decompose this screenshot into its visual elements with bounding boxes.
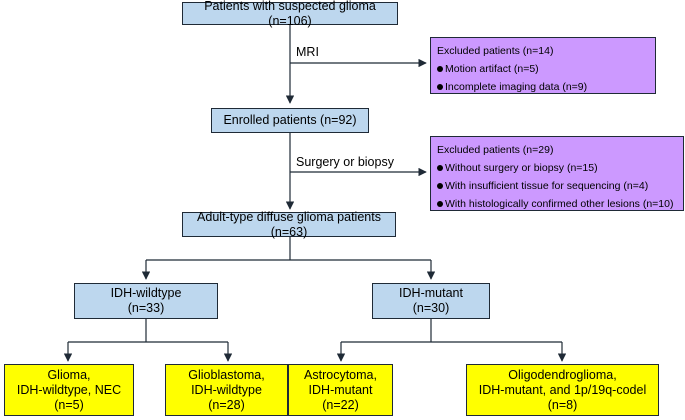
- glioblastoma-line3: (n=28): [208, 397, 245, 412]
- bullet-icon: [437, 183, 443, 189]
- wildtype-box: IDH-wildtype (n=33): [74, 283, 218, 319]
- astrocytoma-line2: IDH-mutant: [308, 382, 373, 397]
- glioblastoma-box: Glioblastoma, IDH-wildtype (n=28): [165, 364, 288, 416]
- oligodendroglioma-box: Oligodendroglioma, IDH-mutant, and 1p/19…: [466, 364, 659, 416]
- enrolled-box: Enrolled patients (n=92): [211, 108, 369, 133]
- glioma-line1: Glioma,: [47, 367, 91, 382]
- bullet-icon: [437, 66, 443, 72]
- glioma-line2: IDH-wildtype, NEC: [16, 382, 122, 397]
- adult-text: Adult-type diffuse glioma patients (n=63…: [197, 209, 381, 239]
- start-text: Patients with suspected glioma (n=106): [204, 0, 376, 28]
- bullet-icon: [437, 84, 443, 90]
- excluded2-title: Excluded patients (n=29): [437, 144, 554, 156]
- oligodendroglioma-line2: IDH-mutant, and 1p/19q-codel: [478, 382, 647, 397]
- bullet-icon: [437, 165, 443, 171]
- glioma-line3: (n=5): [54, 397, 84, 412]
- excluded2-box: Excluded patients (n=29) Without surgery…: [430, 136, 684, 211]
- bullet-icon: [437, 201, 443, 207]
- mutant-line1: IDH-mutant: [399, 286, 463, 300]
- mri-label: MRI: [296, 45, 319, 59]
- wildtype-line1: IDH-wildtype: [110, 286, 182, 300]
- wildtype-line2: (n=33): [127, 301, 165, 315]
- adult-box: Adult-type diffuse glioma patients (n=63…: [182, 209, 396, 239]
- oligodendroglioma-line3: (n=8): [547, 397, 578, 412]
- excluded2-item: With histologically confirmed other lesi…: [437, 195, 673, 213]
- astrocytoma-line1: Astrocytoma,: [304, 367, 377, 382]
- excluded1-box: Excluded patients (n=14) Motion artifact…: [430, 37, 656, 94]
- glioma-box: Glioma, IDH-wildtype, NEC (n=5): [4, 364, 134, 416]
- excluded2-item: With insufficient tissue for sequencing …: [437, 177, 648, 195]
- surgery-label: Surgery or biopsy: [296, 155, 394, 169]
- excluded2-item: Without surgery or biopsy (n=15): [437, 159, 598, 177]
- astrocytoma-box: Astrocytoma, IDH-mutant (n=22): [288, 364, 393, 416]
- astrocytoma-line3: (n=22): [322, 397, 359, 412]
- start-box: Patients with suspected glioma (n=106): [182, 0, 398, 28]
- mutant-line2: (n=30): [412, 301, 450, 315]
- oligodendroglioma-line1: Oligodendroglioma,: [508, 367, 617, 382]
- excluded1-item: Incomplete imaging data (n=9): [437, 78, 587, 96]
- glioblastoma-line2: IDH-wildtype: [191, 382, 262, 397]
- glioblastoma-line1: Glioblastoma,: [188, 367, 265, 382]
- mutant-box: IDH-mutant (n=30): [372, 283, 490, 319]
- enrolled-text: Enrolled patients (n=92): [223, 113, 357, 127]
- excluded1-item: Motion artifact (n=5): [437, 60, 539, 78]
- excluded1-title: Excluded patients (n=14): [437, 45, 554, 57]
